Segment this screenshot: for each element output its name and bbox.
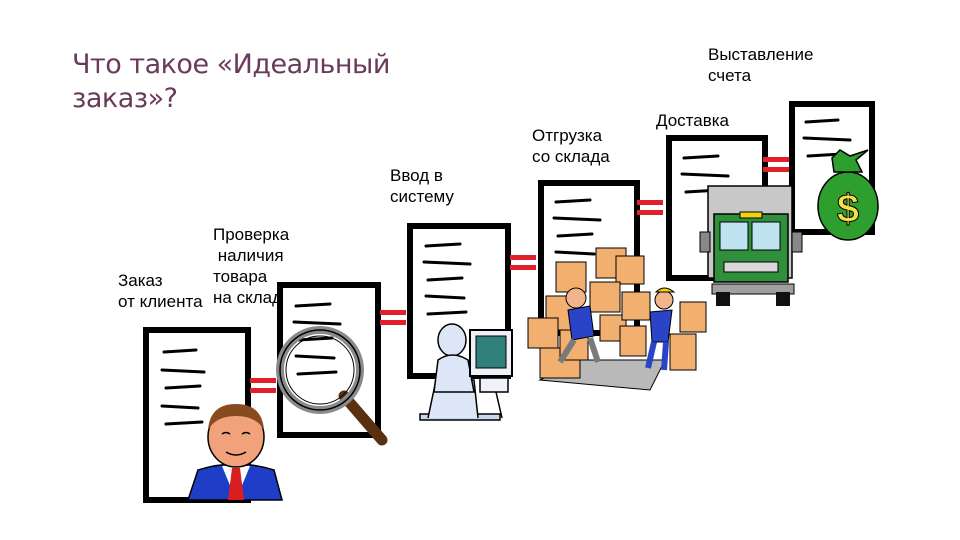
dollar-sign: $ <box>837 187 859 231</box>
connector-dash <box>250 378 276 383</box>
delivery-truck-icon <box>700 186 802 306</box>
connector-dash <box>380 310 406 315</box>
connector-dash <box>763 157 789 162</box>
connector-dash <box>250 388 276 393</box>
connector-dash <box>510 265 536 270</box>
connector-dash <box>763 167 789 172</box>
connector-dash <box>637 200 663 205</box>
connector-dash <box>510 255 536 260</box>
connector-dash <box>637 210 663 215</box>
connector-dash <box>380 320 406 325</box>
